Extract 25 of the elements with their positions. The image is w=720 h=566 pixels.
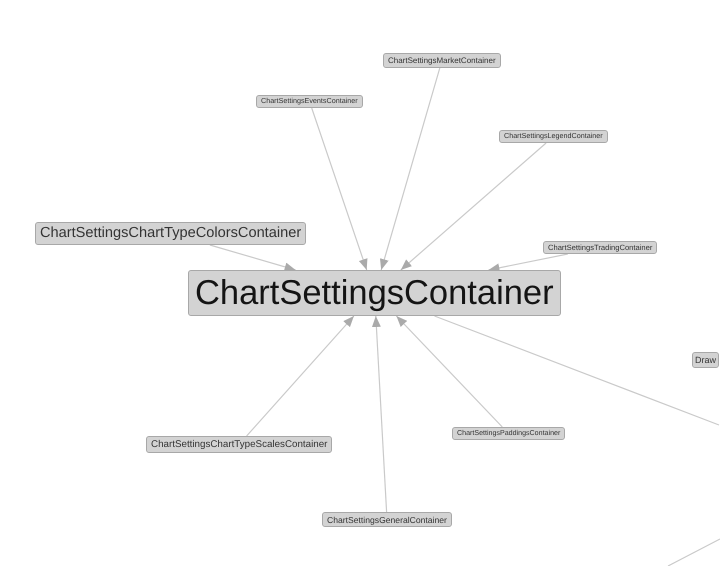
node-box (146, 436, 332, 453)
arrow (246, 316, 354, 436)
node-label: ChartSettingsMarketContainer (388, 56, 496, 66)
node-box (256, 95, 363, 108)
arrow (380, 68, 440, 270)
arrow (372, 316, 388, 512)
node-label: ChartSettingsGeneralContainer (327, 514, 447, 525)
node-box (322, 512, 452, 528)
arrow (311, 108, 368, 270)
arrow (396, 316, 503, 428)
arrow (488, 253, 568, 272)
node-box (383, 53, 501, 68)
node-label: Draw (695, 354, 716, 366)
node-box (692, 352, 720, 368)
connector-line (434, 315, 720, 426)
node-box (543, 241, 658, 254)
node-box (188, 270, 561, 316)
node-box (499, 130, 608, 143)
node-label: ChartSettingsChartTypeColorsContainer (40, 224, 302, 242)
arrow (400, 142, 546, 270)
node-box (35, 222, 306, 244)
node-label: ChartSettingsContainer (195, 272, 554, 314)
node-box (452, 427, 566, 440)
arrow (210, 244, 296, 272)
node-label: ChartSettingsChartTypeScalesContainer (151, 438, 328, 450)
